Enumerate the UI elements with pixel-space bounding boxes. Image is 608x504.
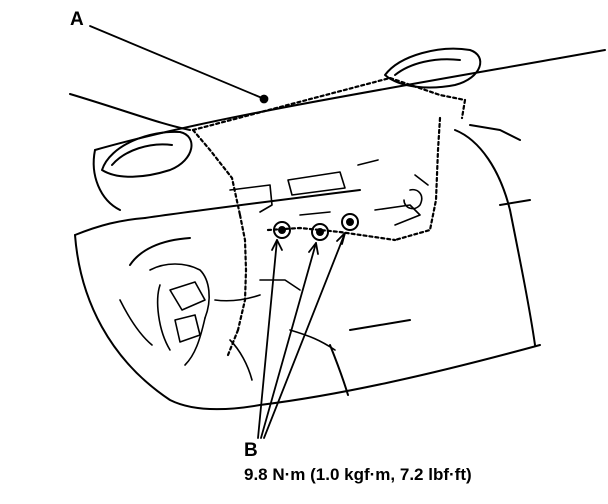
- callout-label-b: B: [244, 440, 258, 461]
- torque-specification: 9.8 N·m (1.0 kgf·m, 7.2 lbf·ft): [244, 465, 472, 484]
- glove-box-outline: [191, 76, 467, 357]
- bolt-right: [341, 213, 359, 231]
- bolt-left: [273, 221, 291, 239]
- callout-b-leaders: [257, 232, 346, 439]
- callout-a-leader: [89, 25, 269, 104]
- right-air-vent: [384, 47, 482, 89]
- left-air-vent: [101, 130, 193, 178]
- dashboard-upper-panel: [69, 49, 606, 211]
- bolt-center: [311, 223, 329, 241]
- inner-mechanism: [119, 159, 429, 381]
- dashboard-lower-structure: [74, 124, 541, 411]
- callout-label-a: A: [70, 9, 84, 30]
